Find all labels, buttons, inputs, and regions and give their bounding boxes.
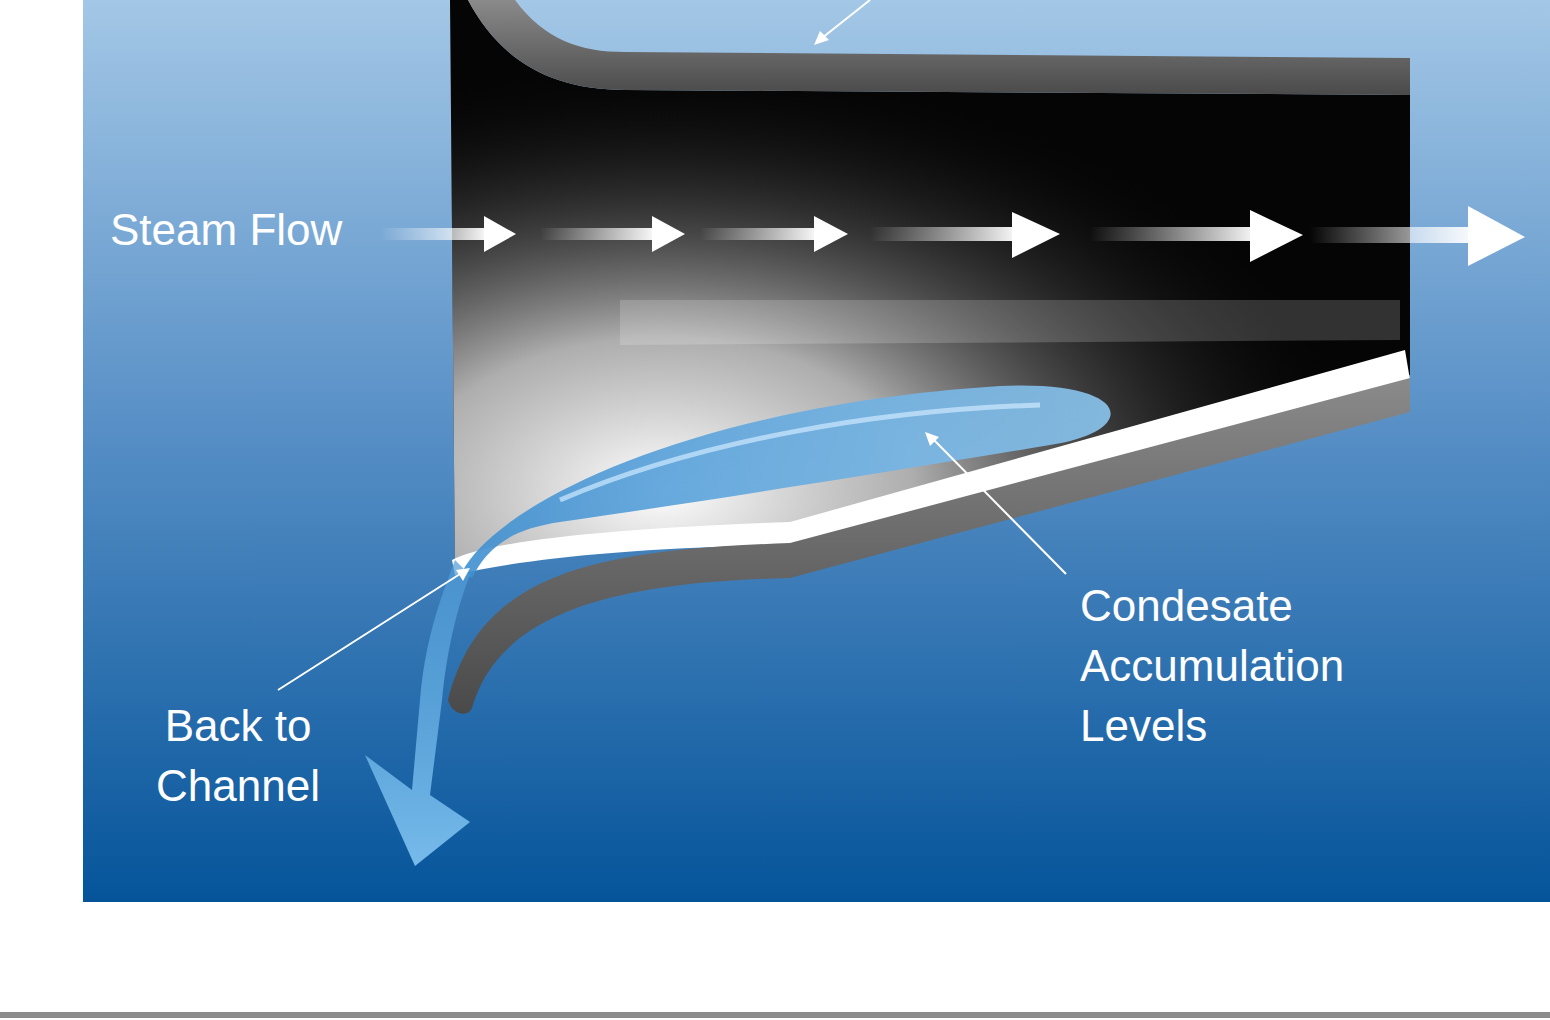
callout-label: Condesate Accumulation Levels <box>1080 576 1400 756</box>
callout-label: Back to Channel <box>133 696 343 816</box>
flow-label: Steam Flow <box>110 200 410 260</box>
